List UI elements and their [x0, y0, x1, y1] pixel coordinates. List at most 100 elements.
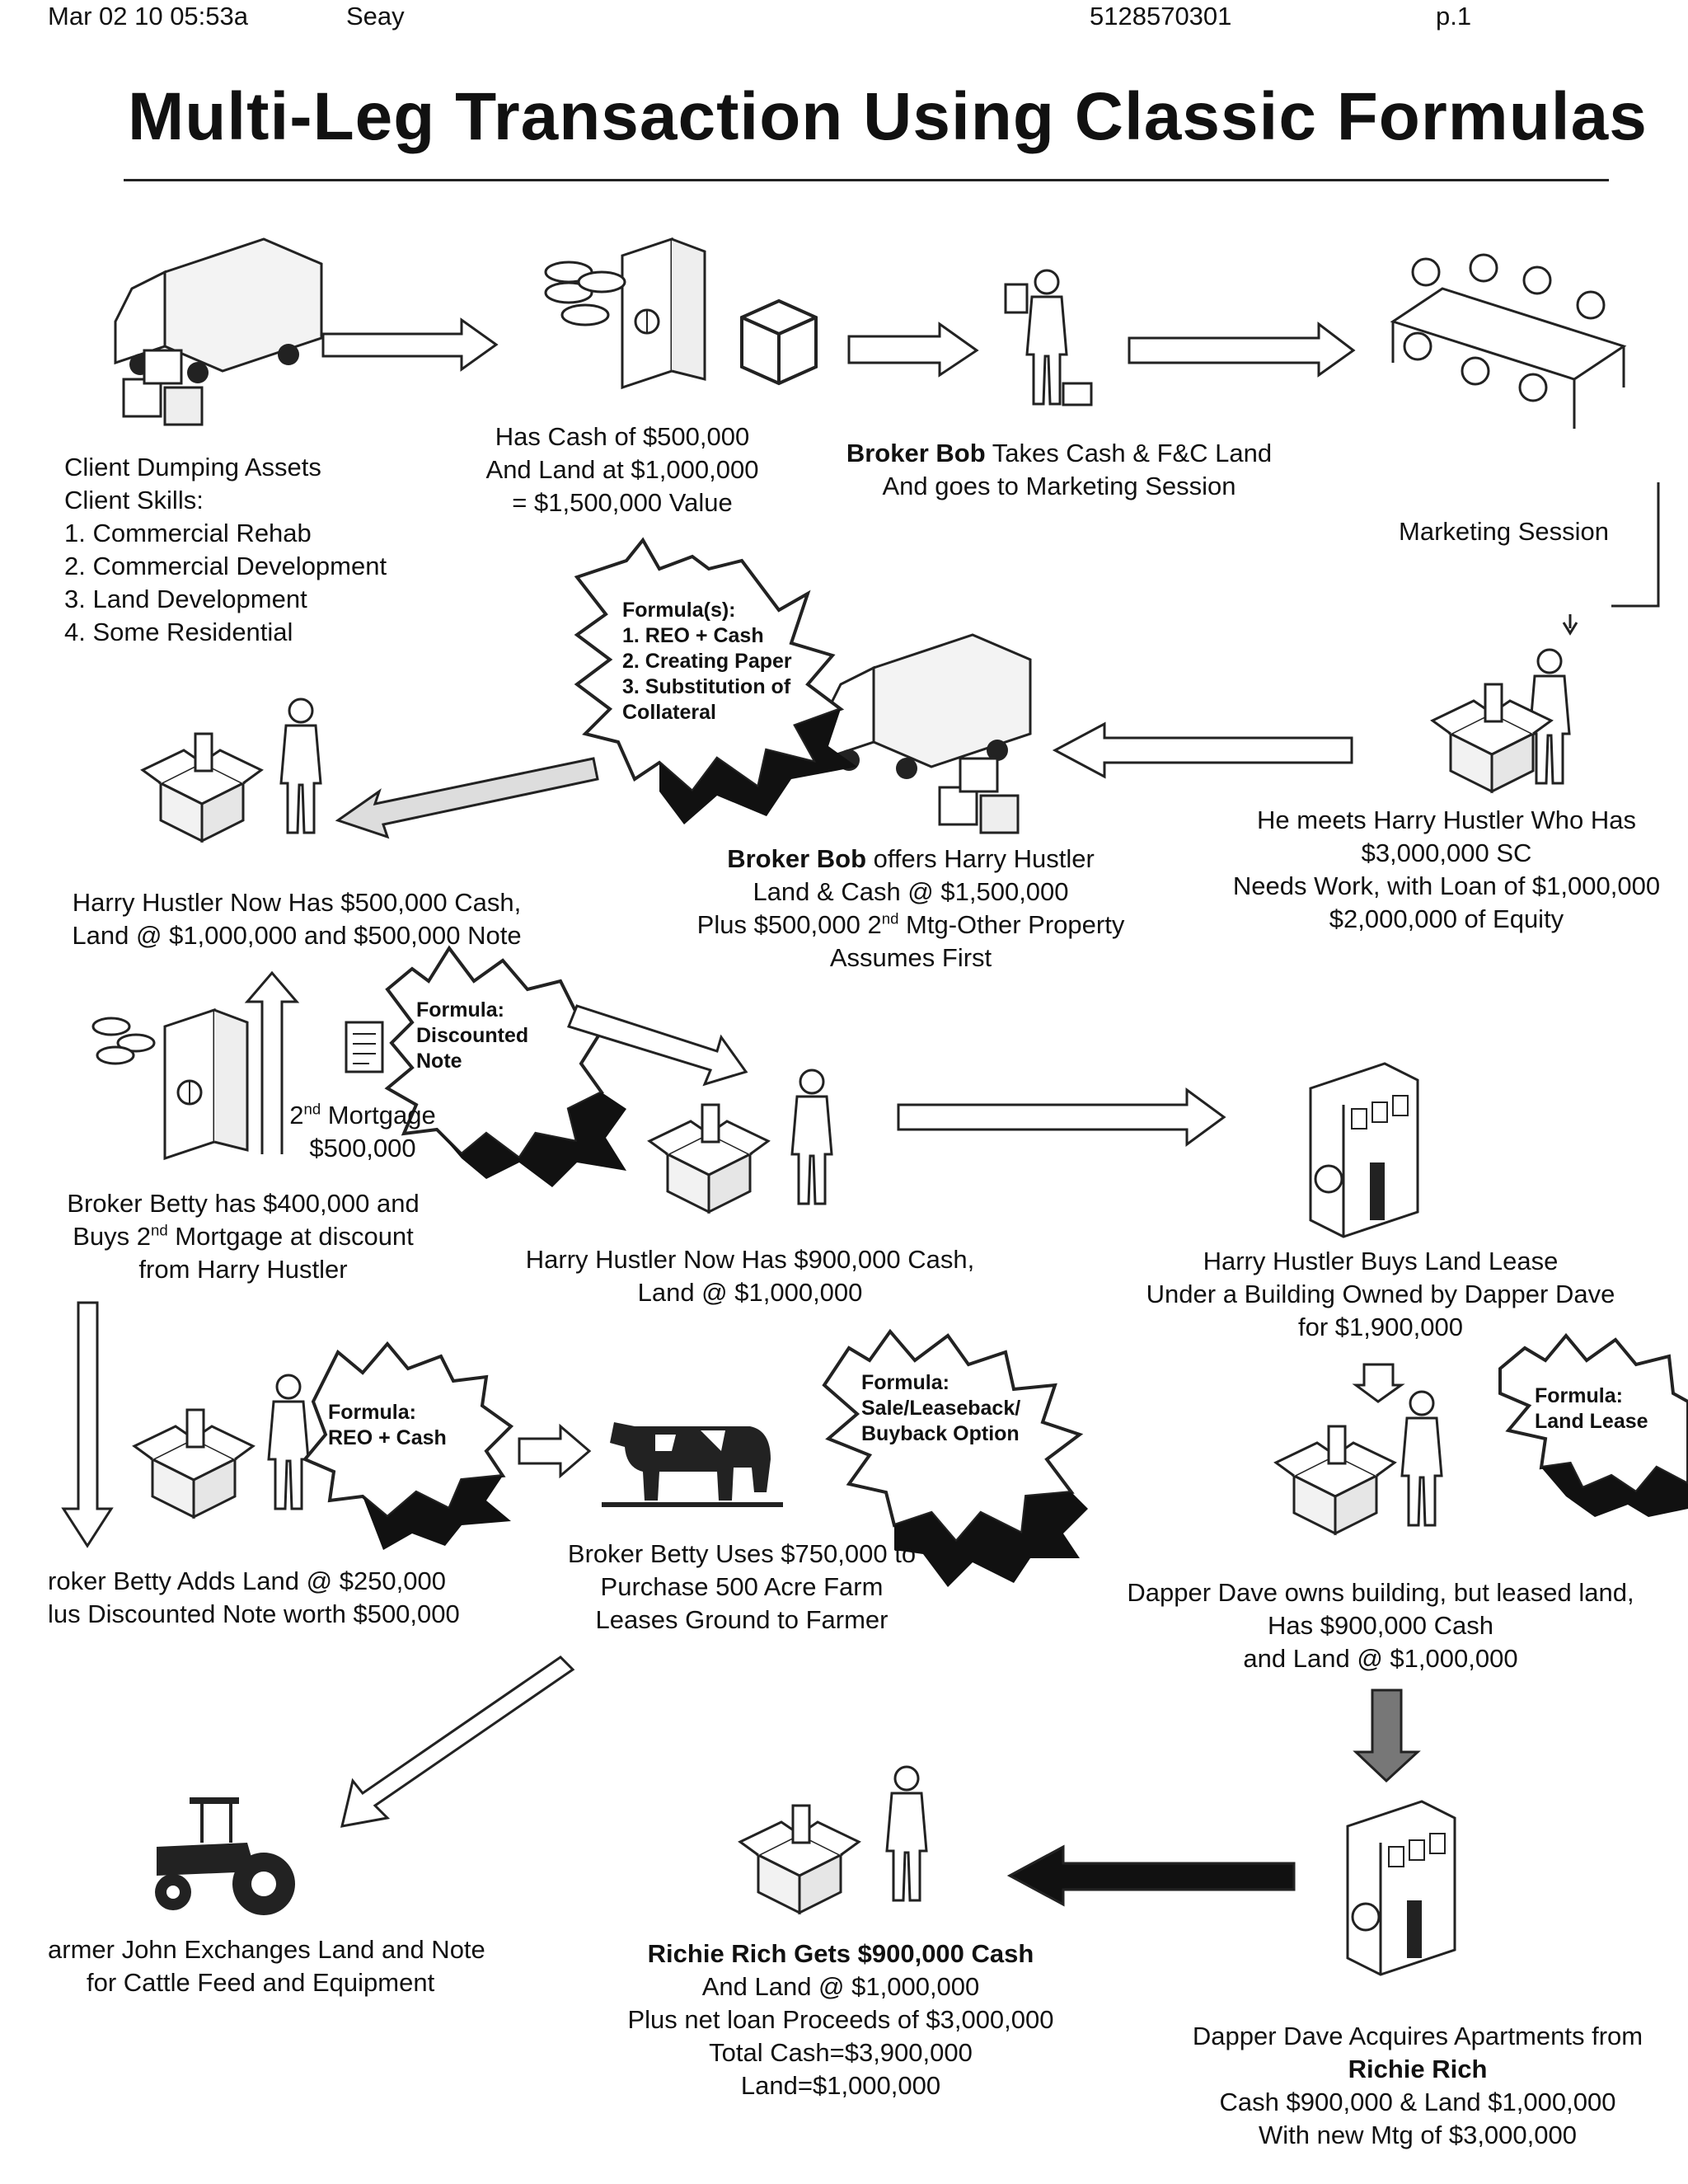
betty-adds-line: lus Discounted Note worth $500,000 — [48, 1599, 460, 1628]
dave-owns-line: Has $900,000 Cash — [1267, 1611, 1494, 1640]
dave-acquires-line: Cash $900,000 & Land $1,000,000 — [1219, 2088, 1616, 2116]
bob-offers-rest: offers Harry Hustler — [866, 844, 1095, 873]
betty-buys-line2b: Mortgage at discount — [167, 1222, 414, 1251]
burst-shadow-2 — [437, 1092, 626, 1187]
has-cash-line: And Land at $1,000,000 — [485, 455, 759, 484]
clipboard-icon — [1004, 283, 1029, 314]
mortgage-sup: nd — [303, 1100, 321, 1118]
dave-acquires-line: Richie Rich — [1348, 2055, 1488, 2083]
formula-1-item: 3. Substitution of — [622, 675, 791, 698]
truck-icon-2 — [823, 633, 1032, 781]
formula-1-item: 1. REO + Cash — [622, 624, 764, 647]
formula-3-title: Formula: — [328, 1401, 416, 1424]
betty-uses-line: Leases Ground to Farmer — [595, 1605, 889, 1634]
bob-offers-line2: Land & Cash @ $1,500,000 — [753, 877, 1069, 906]
dave-owns-block: Dapper Dave owns building, but leased la… — [1100, 1576, 1661, 1675]
box-icon-6 — [738, 1804, 860, 1914]
betty-uses-line: Purchase 500 Acre Farm — [600, 1572, 884, 1601]
formula-4-title: Formula: — [861, 1371, 950, 1394]
betty-buys-line3: from Harry Hustler — [138, 1255, 348, 1284]
arrow-left-dark — [1006, 1844, 1296, 1907]
harry-buys-line: Under a Building Owned by Dapper Dave — [1146, 1280, 1615, 1308]
coins-icon-2 — [91, 1017, 156, 1065]
dave-acquires-line: Dapper Dave Acquires Apartments from — [1192, 2022, 1643, 2050]
harry-now-1-line: Land @ $1,000,000 and $500,000 Note — [72, 921, 522, 950]
arrow-up-mortgage — [244, 970, 300, 1154]
formula-1-title: Formula(s): — [622, 599, 736, 622]
richie-line: Richie Rich Gets $900,000 Cash — [647, 1939, 1034, 1968]
burst-shadow-1 — [659, 709, 857, 824]
richie-block: Richie Rich Gets $900,000 Cash And Land … — [593, 1937, 1088, 2102]
richie-person-icon — [885, 1765, 928, 1902]
box-icon-2 — [141, 732, 263, 843]
bob-offers-line1: Broker Bob offers Harry Hustler — [663, 843, 1158, 876]
arrow-left-1 — [1052, 721, 1353, 779]
harry-meets-line: $3,000,000 SC — [1361, 838, 1532, 867]
mortgage-a: 2 — [289, 1101, 304, 1130]
formula-2-item: Note — [416, 1050, 462, 1073]
formula-5-title: Formula: — [1535, 1384, 1623, 1407]
crate-icon — [740, 298, 818, 386]
vault-icon-2 — [163, 1008, 249, 1160]
burst-shadow-5 — [1541, 1463, 1688, 1517]
harry-now-1-block: Harry Hustler Now Has $500,000 Cash, Lan… — [49, 886, 544, 952]
arrow-diag-2 — [567, 1004, 748, 1087]
formula-3: Formula: REO + Cash — [328, 1400, 447, 1451]
formula-2-item: Discounted — [416, 1024, 529, 1047]
arrow-right-3 — [1128, 321, 1356, 378]
briefcase-icon — [1062, 382, 1093, 406]
farmer-line: for Cattle Feed and Equipment — [87, 1968, 435, 1997]
meeting-table-icon — [1390, 253, 1627, 429]
arrow-diag-3 — [340, 1656, 575, 1828]
skill-item: 4. Some Residential — [64, 618, 293, 646]
harry-meets-line: He meets Harry Hustler Who Has — [1257, 805, 1636, 834]
client-line2: Client Skills: — [64, 486, 204, 514]
richie-line: Plus net loan Proceeds of $3,000,000 — [627, 2005, 1054, 2034]
client-block: Client Dumping Assets Client Skills: 1. … — [64, 451, 387, 649]
formula-5: Formula: Land Lease — [1535, 1383, 1648, 1435]
marketing-session-label: Marketing Session — [1399, 517, 1610, 546]
building-icon — [1309, 1062, 1419, 1238]
dave-acquires-line: With new Mtg of $3,000,000 — [1258, 2121, 1577, 2149]
betty-buys-line1: Broker Betty has $400,000 and — [67, 1189, 420, 1218]
bob-offers-line3b: Mtg-Other Property — [898, 910, 1125, 939]
bob-offers-name: Broker Bob — [727, 844, 867, 873]
formula-1-item: 2. Creating Paper — [622, 650, 792, 673]
box-icon-5 — [1274, 1425, 1396, 1535]
dave-acquires-block: Dapper Dave Acquires Apartments from Ric… — [1154, 2020, 1681, 2152]
mortgage-label: 2nd Mortgage $500,000 — [284, 1099, 441, 1165]
harry-meets-line: Needs Work, with Loan of $1,000,000 — [1232, 871, 1661, 900]
bob-offers-line3a: Plus $500,000 2 — [696, 910, 882, 939]
bob-offers-line4: Assumes First — [829, 943, 992, 972]
packages-icon-2 — [938, 757, 1020, 834]
burst-formula-4 — [822, 1328, 1084, 1545]
arrow-right-5 — [518, 1423, 592, 1479]
arrow-right-4 — [897, 1087, 1226, 1147]
fax-number: 5128570301 — [1090, 2, 1232, 31]
packages-icon — [122, 349, 204, 426]
arrow-down-small-2 — [1352, 1363, 1405, 1403]
harry-buys-block: Harry Hustler Buys Land Lease Under a Bu… — [1113, 1245, 1648, 1344]
betty-adds-block: roker Betty Adds Land @ $250,000 lus Dis… — [48, 1565, 460, 1631]
client-line1: Client Dumping Assets — [64, 453, 321, 481]
box-icon-4 — [133, 1408, 255, 1519]
farmer-line: armer John Exchanges Land and Note — [48, 1935, 485, 1964]
formula-1: Formula(s): 1. REO + Cash 2. Creating Pa… — [622, 598, 792, 726]
page-number: p.1 — [1436, 2, 1472, 31]
formula-2: Formula: Discounted Note — [416, 998, 528, 1074]
fax-date: Mar 02 10 05:53a — [48, 2, 249, 31]
betty-adds-line: roker Betty Adds Land @ $250,000 — [48, 1566, 447, 1595]
connector-line-marketing — [1611, 482, 1660, 608]
broker-bob-takes: Broker Bob Takes Cash & F&C Land And goe… — [812, 437, 1306, 503]
formula-5-item: Land Lease — [1535, 1410, 1648, 1433]
building-icon-2 — [1346, 1800, 1456, 1976]
broker-bob-name: Broker Bob — [846, 439, 986, 467]
has-cash-line: Has Cash of $500,000 — [495, 422, 750, 451]
page-title: Multi-Leg Transaction Using Classic Form… — [128, 79, 1648, 154]
dave-person-icon — [1400, 1390, 1443, 1527]
burst-shadow-3 — [363, 1476, 511, 1550]
skill-item: 1. Commercial Rehab — [64, 519, 312, 547]
arrow-right-1 — [321, 317, 499, 372]
richie-line: Total Cash=$3,900,000 — [709, 2038, 973, 2067]
burst-formula-3 — [302, 1341, 514, 1519]
